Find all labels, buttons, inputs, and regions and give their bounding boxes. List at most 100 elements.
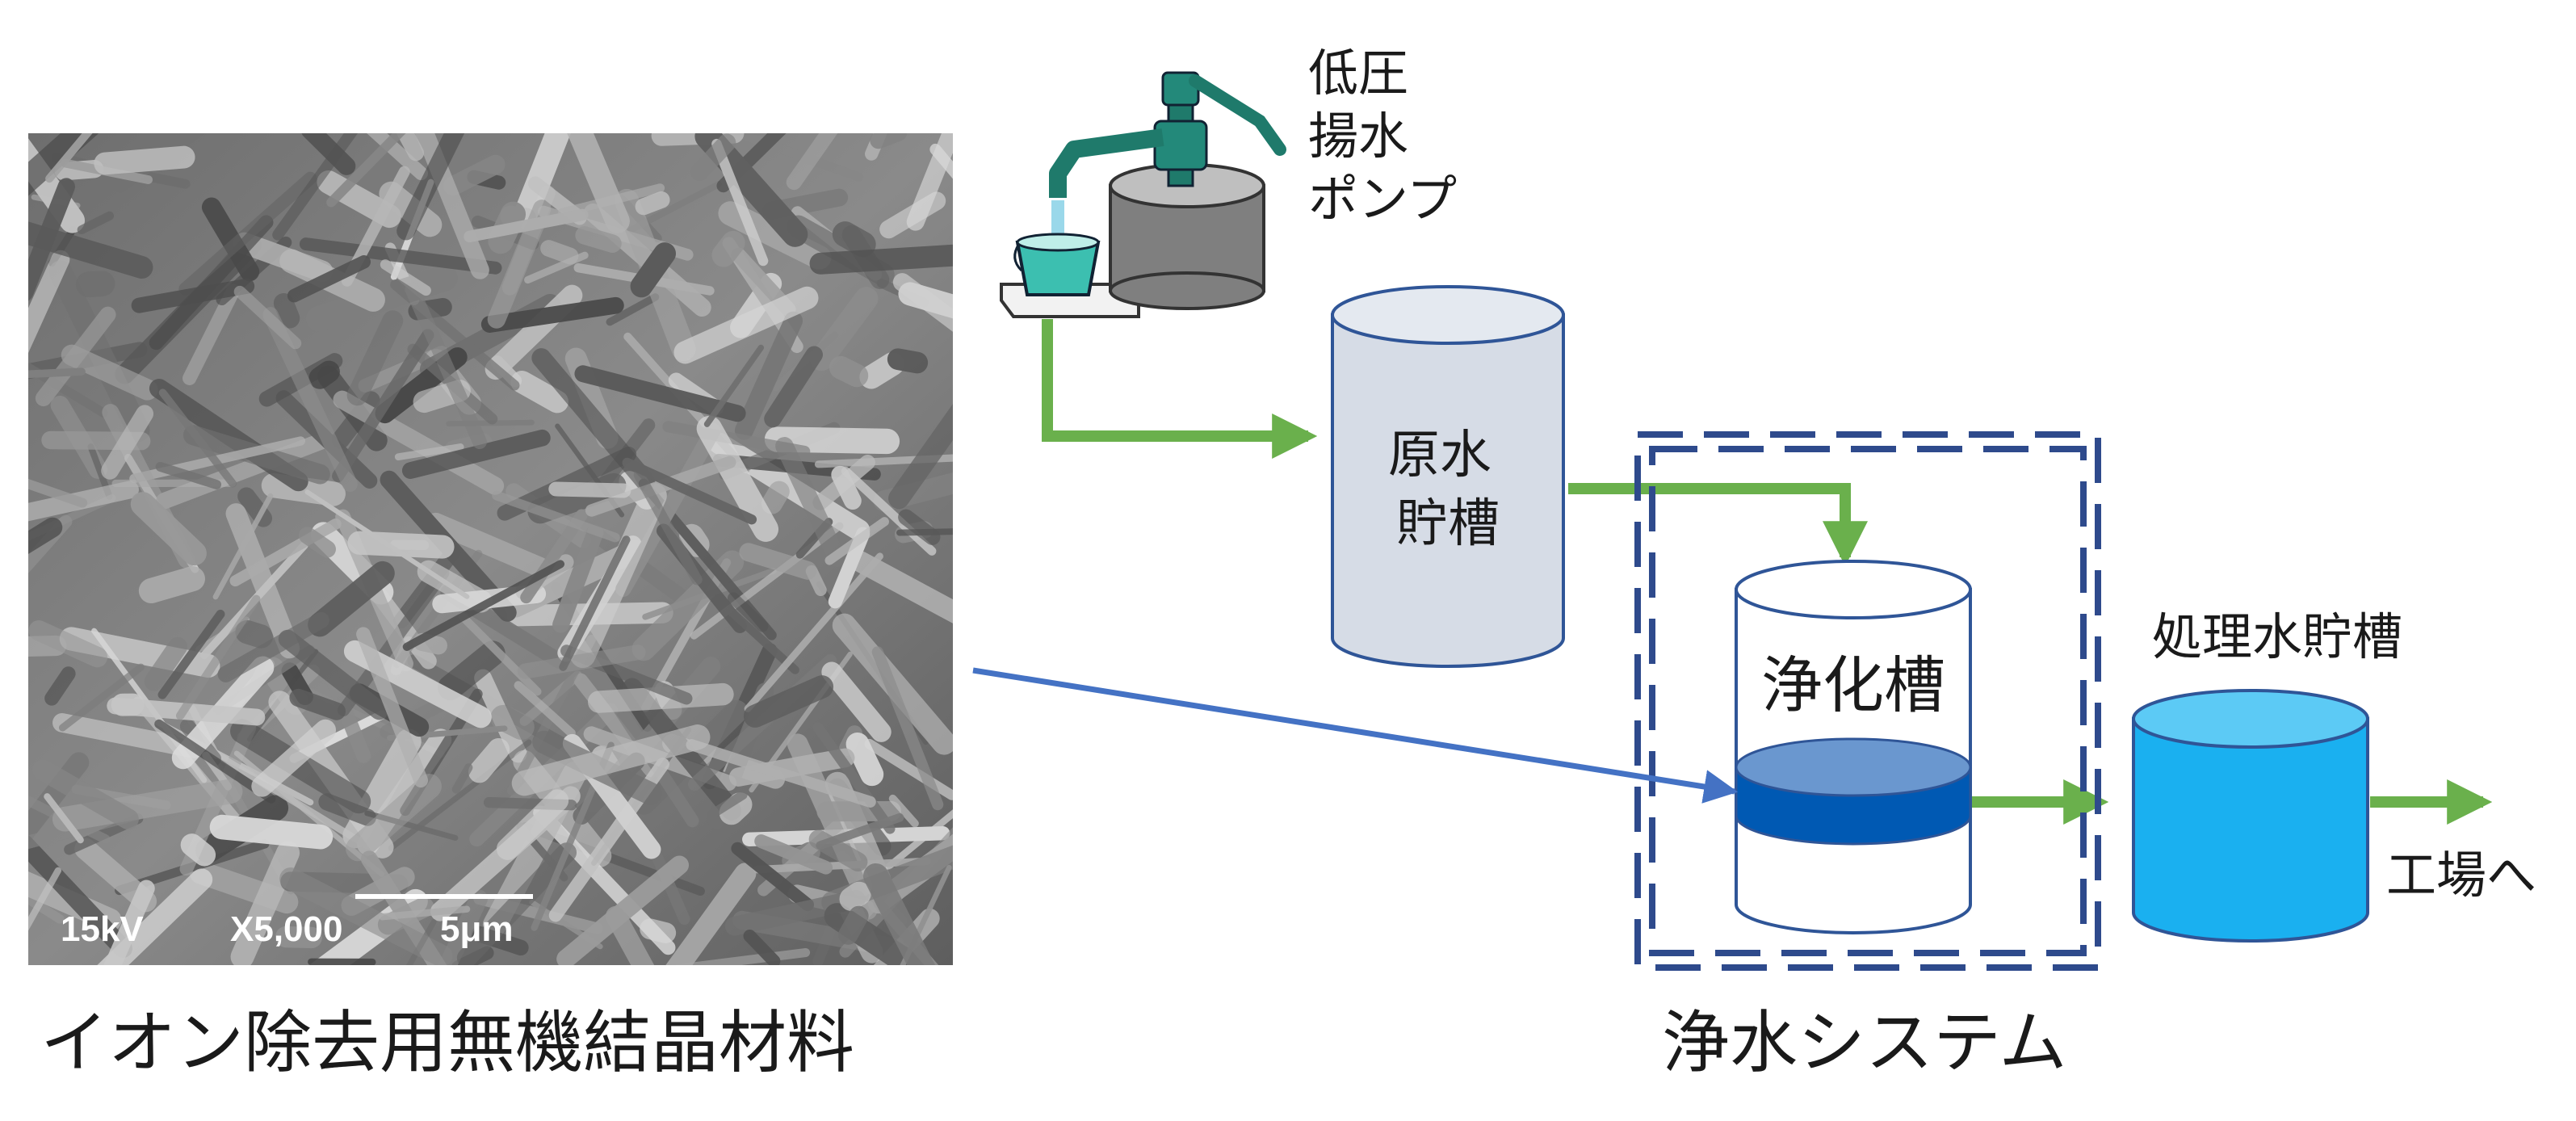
- sem-micrograph: [28, 133, 953, 965]
- sem-flake: [824, 517, 889, 565]
- sem-flake: [308, 958, 376, 965]
- sem-flake: [326, 133, 447, 208]
- sem-flake: [346, 774, 442, 862]
- sem-flake: [44, 793, 84, 844]
- sem-flake: [212, 493, 274, 600]
- treated-tank-label: 処理水貯槽: [2152, 607, 2402, 666]
- purification-tank-label: 浄化槽: [1761, 649, 1945, 721]
- sem-flake: [838, 905, 869, 945]
- sem-flake: [419, 889, 489, 965]
- sem-flake: [892, 273, 953, 363]
- sem-flake: [552, 524, 604, 633]
- sem-flake: [468, 737, 510, 783]
- raw-water-tank: 原水 貯槽: [1331, 285, 1565, 668]
- sem-flake: [845, 733, 884, 787]
- sem-flake: [58, 663, 145, 732]
- sem-flake: [308, 360, 340, 389]
- factory-outlet-label: 工場へ: [2386, 846, 2536, 905]
- sem-flake: [514, 681, 576, 738]
- sem-flake: [101, 405, 154, 480]
- sem-flake: [816, 812, 904, 850]
- sem-flake: [180, 833, 216, 867]
- sem-flake: [898, 509, 941, 545]
- treated-water-tank: [2132, 689, 2369, 943]
- sem-flake: [514, 133, 579, 223]
- sem-flake: [217, 611, 329, 682]
- sem-flake: [828, 527, 871, 609]
- sem-flake: [809, 287, 879, 372]
- sem-flake: [829, 355, 869, 388]
- sem-flake: [44, 666, 76, 706]
- sem-flake: [380, 259, 431, 296]
- sem-flake: [487, 199, 552, 329]
- sem-flake: [75, 271, 115, 297]
- sem-flake: [405, 282, 487, 450]
- sem-flake: [451, 763, 473, 794]
- sem-flake: [131, 278, 255, 313]
- sem-flake: [606, 293, 660, 326]
- sem-flake: [28, 619, 108, 668]
- sem-flake: [871, 646, 944, 811]
- sem-flake: [28, 250, 70, 383]
- sem-flake: [45, 133, 109, 183]
- sem-flake: [31, 759, 139, 830]
- sem-flake: [731, 842, 815, 912]
- purification-system-frame: [1634, 431, 2101, 971]
- sem-flake: [156, 430, 335, 510]
- sem-flake: [158, 388, 237, 488]
- sem-flake: [492, 490, 620, 543]
- sem-flake: [298, 527, 336, 558]
- sem-voltage: 15kV: [61, 909, 144, 949]
- sem-flake: [761, 481, 790, 514]
- sem-flake: [906, 133, 953, 231]
- sem-flake: [775, 437, 846, 567]
- sem-flake: [821, 661, 892, 742]
- sem-flake: [809, 244, 953, 275]
- sem-flake: [138, 566, 205, 604]
- sem-flake: [178, 171, 317, 296]
- sem-flake: [341, 166, 410, 287]
- sem-flake: [175, 594, 261, 720]
- sem-flake: [686, 739, 876, 808]
- sem-caption: イオン除去用無機結晶材料: [40, 1003, 854, 1082]
- sem-flake: [622, 457, 757, 525]
- sem-flake: [863, 863, 943, 965]
- sem-flake: [48, 260, 150, 443]
- sem-flake: [574, 365, 746, 422]
- sem-flake: [394, 443, 464, 461]
- sem-flake: [443, 154, 506, 196]
- sem-flake: [57, 868, 213, 965]
- sem-flake: [585, 456, 736, 517]
- sem-flake: [885, 775, 953, 870]
- material-arrow: [972, 667, 1739, 804]
- sem-flake: [570, 483, 667, 669]
- sem-flake: [183, 283, 241, 385]
- sem-flake: [456, 842, 577, 965]
- sem-flake: [887, 348, 929, 374]
- system-caption: 浄水システム: [1662, 1003, 2066, 1082]
- sem-flake: [201, 197, 260, 282]
- sem-flake: [631, 550, 745, 661]
- sem-flake: [77, 211, 115, 234]
- sem-flake: [531, 348, 656, 492]
- sem-flake: [52, 779, 243, 832]
- sem-flake: [262, 307, 358, 493]
- sem-flake: [251, 719, 337, 797]
- sem-flake: [602, 947, 811, 965]
- sem-flake: [496, 789, 569, 860]
- sem-flake: [635, 191, 670, 216]
- sem-flake: [237, 487, 273, 527]
- sem-flake: [278, 629, 389, 720]
- sem-flake: [812, 722, 896, 834]
- sem-flake: [28, 367, 86, 381]
- sem-flake: [543, 133, 630, 233]
- pump-label: 低圧 揚水 ポンプ: [1308, 44, 1457, 229]
- sem-flake: [690, 133, 736, 182]
- sem-flake: [575, 226, 622, 253]
- sem-flake: [764, 346, 823, 428]
- sem-flake: [724, 889, 866, 936]
- sem-flake: [517, 644, 646, 679]
- sem-flake: [743, 675, 834, 728]
- sem-flake: [786, 133, 867, 191]
